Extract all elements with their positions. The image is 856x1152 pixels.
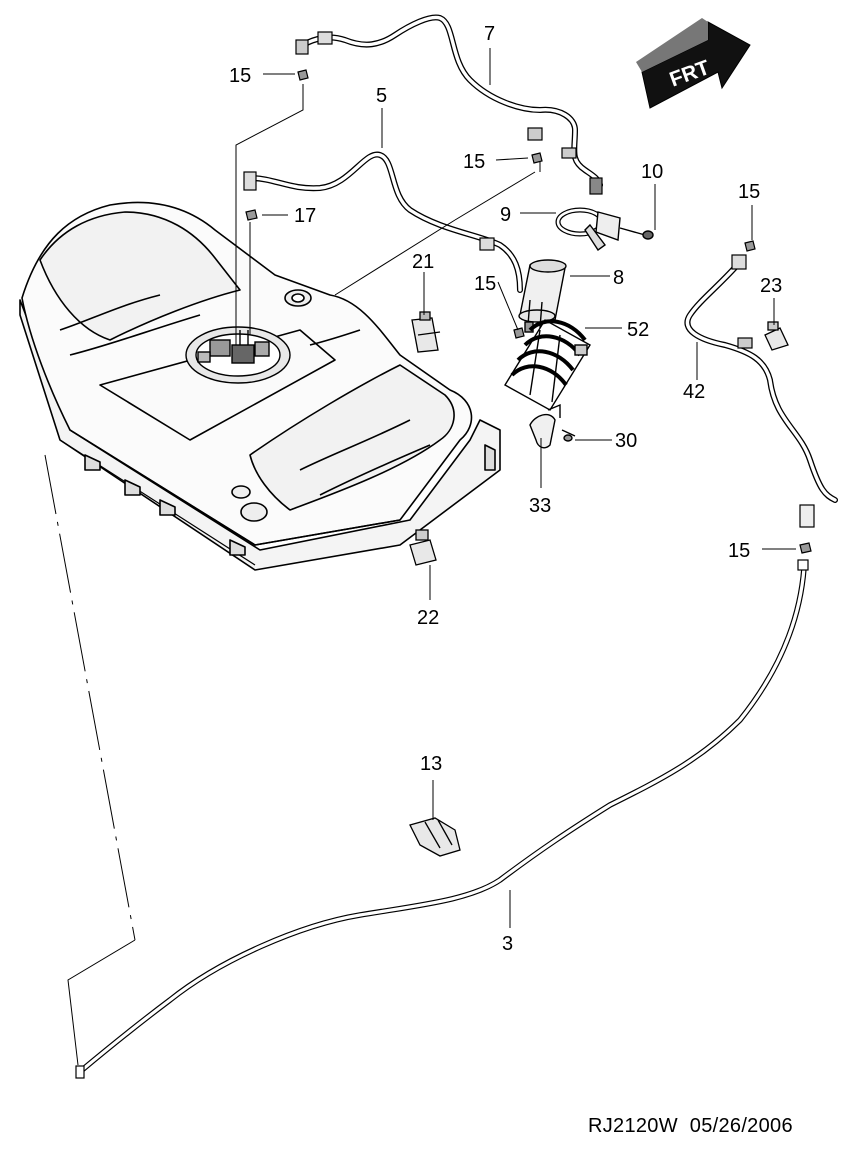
label-15-top: 15 xyxy=(229,65,251,87)
bolt-10 xyxy=(619,227,654,240)
label-7: 7 xyxy=(484,23,495,45)
diagram-code: RJ2120W xyxy=(588,1115,678,1137)
label-15-lower: 15 xyxy=(728,540,750,562)
clip-15-lower-right xyxy=(799,542,812,554)
clip-15-upper-right xyxy=(531,152,543,164)
fuel-line-3 xyxy=(75,559,809,1079)
fuel-line-7 xyxy=(295,14,603,195)
fuel-line-5 xyxy=(243,151,523,293)
label-10: 10 xyxy=(641,161,663,183)
fuel-pump-module xyxy=(185,326,291,384)
clip-15-right xyxy=(744,240,756,252)
label-13: 13 xyxy=(420,753,442,775)
clip-15-filter xyxy=(513,327,525,339)
label-30: 30 xyxy=(615,430,637,452)
filter-clamp xyxy=(555,207,621,251)
label-5: 5 xyxy=(376,85,387,107)
front-direction-arrow-icon: FRT xyxy=(636,18,751,109)
label-33: 33 xyxy=(529,495,551,517)
label-21: 21 xyxy=(412,251,434,273)
label-3: 3 xyxy=(502,933,513,955)
diagram-footer: RJ2120W 05/26/2006 xyxy=(588,1115,793,1138)
label-42: 42 xyxy=(683,381,705,403)
clip-23 xyxy=(764,321,789,351)
fuel-line-42 xyxy=(684,254,838,528)
label-23: 23 xyxy=(760,275,782,297)
label-8: 8 xyxy=(613,267,624,289)
clip-13 xyxy=(409,817,461,857)
clip-22 xyxy=(409,529,437,566)
clip-21 xyxy=(411,311,441,353)
label-17: 17 xyxy=(294,205,316,227)
diagram-date: 05/26/2006 xyxy=(689,1115,793,1137)
label-15-filter: 15 xyxy=(474,273,496,295)
filter-bracket xyxy=(504,319,591,411)
label-22: 22 xyxy=(417,607,439,629)
label-9: 9 xyxy=(500,204,511,226)
label-15-right: 15 xyxy=(738,181,760,203)
clip-15-top xyxy=(297,69,309,81)
bracket-33 xyxy=(529,403,561,449)
part-number-labels: 15 7 5 15 10 15 17 9 21 8 15 23 52 42 30… xyxy=(229,23,782,955)
leader-lines xyxy=(44,48,796,1066)
clip-17 xyxy=(245,209,258,221)
label-15-upper: 15 xyxy=(463,151,485,173)
label-52: 52 xyxy=(627,319,649,341)
bolt-30 xyxy=(561,429,576,442)
